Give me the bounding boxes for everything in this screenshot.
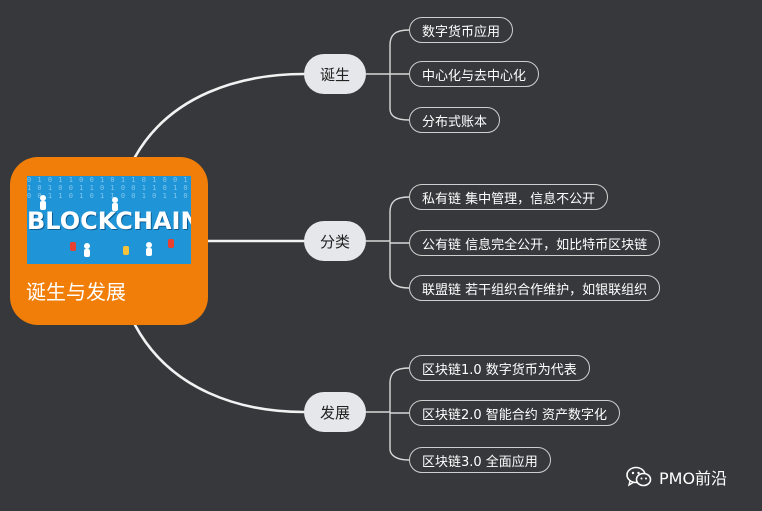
root-title: 诞生与发展 bbox=[26, 280, 126, 304]
leaf-distributed-ledger[interactable]: 分布式账本 bbox=[409, 107, 501, 133]
root-node[interactable]: 0 1 0 1 1 0 0 1 0 1 1 0 1 0 0 1 0 1 1 0 … bbox=[10, 157, 208, 325]
leaf-consortium-chain[interactable]: 联盟链 若干组织合作维护，如银联组织 bbox=[409, 275, 661, 301]
leaf-blockchain-1[interactable]: 区块链1.0 数字货币为代表 bbox=[409, 355, 590, 381]
blockchain-banner-image: 0 1 0 1 1 0 0 1 0 1 1 0 1 0 0 1 0 1 1 0 … bbox=[27, 176, 191, 264]
leaf-blockchain-3[interactable]: 区块链3.0 全面应用 bbox=[409, 447, 551, 473]
watermark-text: PMO前沿 bbox=[659, 469, 728, 488]
leaf-private-chain[interactable]: 私有链 集中管理，信息不公开 bbox=[409, 184, 609, 210]
leaf-public-chain[interactable]: 公有链 信息完全公开，如比特币区块链 bbox=[409, 230, 661, 256]
leaf-centralization[interactable]: 中心化与去中心化 bbox=[409, 61, 540, 87]
branch-node-birth[interactable]: 诞生 bbox=[304, 54, 366, 94]
banner-word: BLOCKCHAIN bbox=[27, 207, 191, 235]
leaf-blockchain-2[interactable]: 区块链2.0 智能合约 资产数字化 bbox=[409, 400, 620, 426]
branch-node-development[interactable]: 发展 bbox=[304, 392, 366, 432]
binary-pattern: 0 1 0 1 1 0 0 1 0 1 1 0 1 0 0 1 0 1 1 0 … bbox=[27, 176, 189, 200]
watermark: PMO前沿 bbox=[626, 464, 727, 490]
branch-node-classification[interactable]: 分类 bbox=[304, 221, 366, 261]
people-figures-icon bbox=[40, 195, 174, 257]
wechat-icon bbox=[626, 466, 652, 487]
leaf-digital-currency[interactable]: 数字货币应用 bbox=[409, 17, 514, 43]
